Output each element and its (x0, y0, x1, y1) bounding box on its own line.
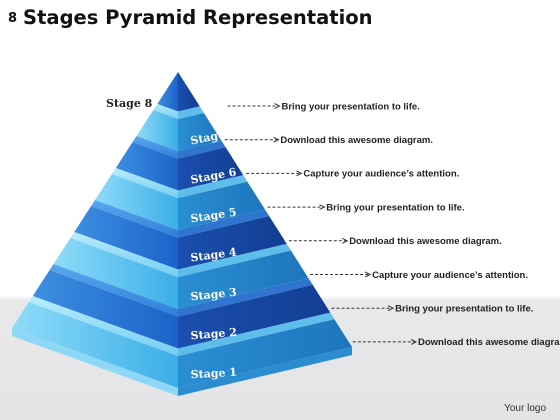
layer-left-face (74, 206, 178, 270)
callouts: Bring your presentation to life. Download… (224, 101, 560, 348)
layer-left-face (32, 270, 178, 349)
callout-text: Bring your presentation to life. (395, 304, 533, 315)
layer-top-right-face (178, 140, 226, 159)
callout-text: Capture your audience’s attention. (372, 270, 528, 281)
layer-top-right-face (178, 243, 291, 278)
layer-top-left-face (49, 264, 178, 317)
layer-top-left-face (153, 104, 178, 120)
layer-right-face (178, 113, 222, 151)
layer-top-right-face (178, 312, 335, 357)
callout-stage-6: Capture your audience’s attention. (246, 169, 459, 180)
layer-top-left-face (132, 136, 178, 159)
layer-left-face (157, 72, 178, 112)
callout-stage-2: Bring your presentation to life. (331, 304, 533, 315)
stage-label-1: Stage 1 (190, 366, 237, 382)
layer-top-right-face (178, 175, 248, 199)
pyramid-layer-stage-4 (74, 200, 287, 270)
page-title: 8 Stages Pyramid Representation (8, 6, 373, 29)
callout-stage-8: Bring your presentation to life. (227, 101, 420, 112)
layer-right-face (178, 216, 287, 270)
layer-right-face (178, 250, 309, 309)
callout-stage-5: Bring your presentation to life. (267, 202, 465, 213)
footer-logo-text: Your logo (504, 403, 546, 414)
pyramid-base (12, 328, 352, 396)
callout-text: Capture your audience’s attention. (303, 169, 459, 180)
layer-right-face (178, 319, 352, 388)
layer-left-face (136, 110, 178, 151)
pyramid-layer-stage-3 (53, 232, 309, 309)
pyramid-layer-stage-6 (115, 136, 244, 191)
layer-left-face (53, 238, 178, 309)
layer-right-face (178, 147, 244, 191)
callout-stage-4: Download this awesome diagram. (288, 236, 502, 247)
layer-top-left-face (91, 200, 178, 238)
layer-right-face (178, 181, 265, 230)
stage-label-8: Stage 8 (106, 97, 153, 110)
callout-stage-7: Download this awesome diagram. (224, 135, 433, 146)
layer-top-right-face (178, 209, 270, 238)
pyramid-layer-stage-1 (12, 296, 352, 388)
pyramid-layer-stage-2 (32, 264, 331, 349)
callout-text: Bring your presentation to life. (282, 101, 420, 112)
stage-label-4: Stage 4 (190, 246, 238, 265)
stage-label-3: Stage 3 (190, 286, 237, 304)
layer-top-left-face (70, 232, 178, 278)
layer-left-face (95, 174, 178, 230)
stage-label-2: Stage 2 (190, 326, 237, 343)
layer-right-face (178, 284, 331, 349)
layer-top-right-face (178, 278, 313, 317)
callout-text: Bring your presentation to life. (326, 202, 464, 213)
layer-top-left-face (111, 168, 178, 199)
callout-stage-3: Capture your audience’s attention. (310, 270, 528, 281)
layer-left-face (115, 142, 178, 191)
base-left-face (12, 328, 178, 396)
layer-left-face (12, 302, 178, 388)
callout-stage-1: Download this awesome diagram. (352, 337, 560, 348)
pyramid-layer-stage-5 (95, 168, 265, 230)
callout-text: Download this awesome diagram. (349, 236, 502, 247)
callout-text: Download this awesome diagram. (418, 337, 560, 348)
layer-top-right-face (178, 106, 204, 120)
pyramid-layers (12, 72, 352, 396)
base-right-face (178, 347, 352, 396)
layer-right-face (178, 72, 200, 112)
title-text: Stages Pyramid Representation (23, 6, 373, 29)
layer-top-left-face (28, 296, 178, 357)
pyramid-layer-stage-7 (136, 104, 222, 151)
pyramid-layer-stage-8 (157, 72, 200, 112)
title-number: 8 (8, 11, 18, 26)
callout-text: Download this awesome diagram. (280, 135, 433, 146)
